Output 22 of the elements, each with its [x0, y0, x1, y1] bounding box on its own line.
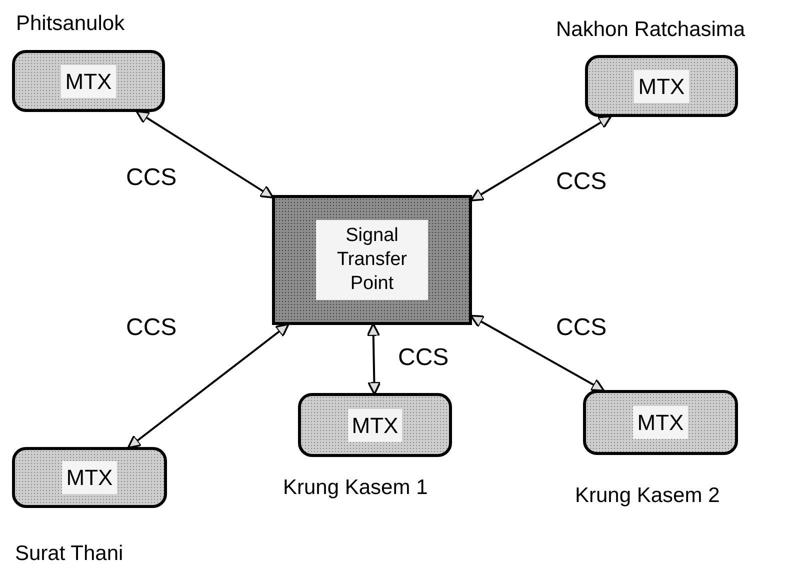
- place-name: Surat Thani: [15, 541, 124, 565]
- node-label: MTX: [62, 461, 117, 494]
- double-arrow: [127, 323, 290, 449]
- double-arrow: [470, 314, 605, 392]
- double-arrow: [136, 110, 274, 198]
- switch-box: [585, 55, 738, 117]
- node-label: Signal Transfer Point: [316, 220, 428, 300]
- place-name: Nakhon Ratchasima: [556, 17, 746, 43]
- node-label: MTX: [634, 70, 689, 102]
- place-name: Phitsanulok: [16, 11, 125, 37]
- signal-transfer-point-box: [272, 195, 472, 325]
- double-arrow: [470, 115, 612, 202]
- switch-box: [298, 393, 452, 457]
- node-label: MTX: [633, 406, 688, 439]
- node-label: MTX: [348, 408, 402, 442]
- switch-box: [583, 390, 738, 455]
- switch-box: [12, 50, 165, 112]
- double-arrow: [366, 322, 382, 396]
- place-name: Krung Kasem 1: [283, 475, 428, 501]
- place-name: Krung Kasem 2: [575, 483, 720, 509]
- switch-box: [12, 447, 167, 508]
- node-label: MTX: [61, 64, 116, 98]
